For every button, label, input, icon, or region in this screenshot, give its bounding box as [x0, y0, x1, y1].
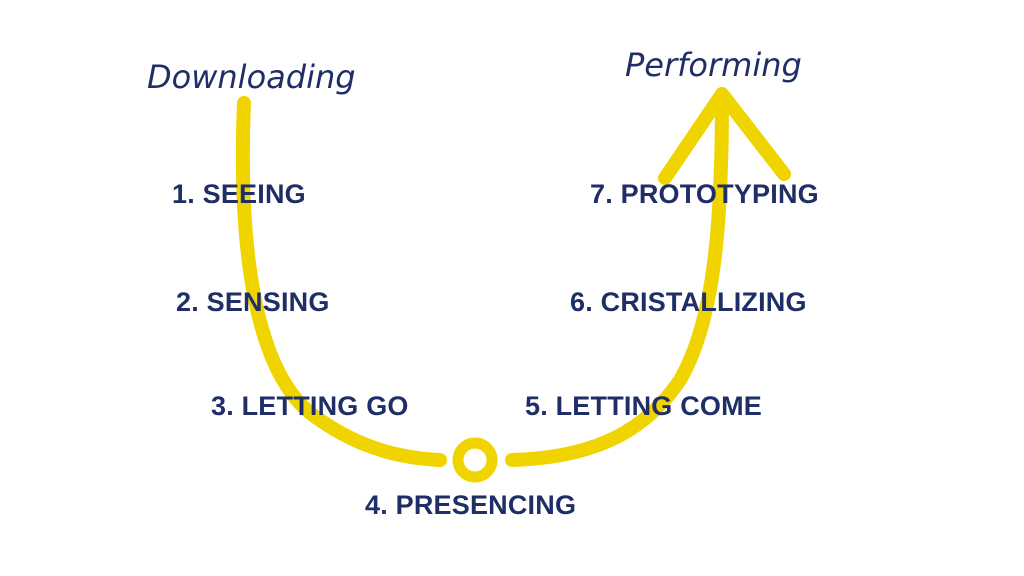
- label-downloading: Downloading: [147, 58, 356, 96]
- stage-letting-go: 3. LETTING GO: [211, 391, 409, 421]
- label-performing: Performing: [625, 46, 802, 84]
- stage-letting-come: 5. LETTING COME: [525, 391, 763, 421]
- u-curve-right-branch: [505, 91, 729, 467]
- stage-presencing: 4. PRESENCING: [365, 490, 577, 520]
- stage-cristallizing: 6. CRISTALLIZING: [570, 287, 807, 317]
- presencing-circle: [452, 437, 498, 483]
- stage-seeing: 1. SEEING: [172, 179, 306, 209]
- stage-sensing: 2. SENSING: [176, 287, 330, 317]
- arrowhead-icon: [658, 87, 791, 185]
- stage-prototyping: 7. PROTOTYPING: [590, 179, 819, 209]
- u-curve-left-branch: [235, 96, 447, 467]
